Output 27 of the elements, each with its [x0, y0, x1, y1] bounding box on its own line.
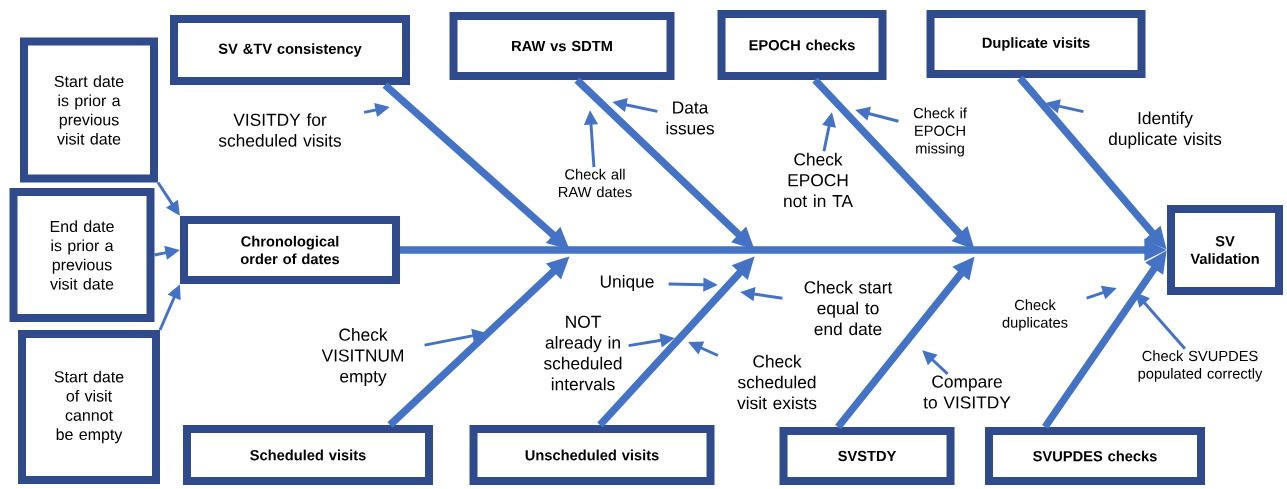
cause-text: NOT already in scheduled intervals — [544, 315, 622, 391]
cause-text: Check VISITNUM empty — [321, 328, 403, 386]
category-box: Scheduled visits — [183, 425, 433, 485]
category-box: Chronological order of dates — [180, 216, 400, 284]
cause-text: Unique — [600, 274, 654, 292]
category-box: RAW vs SDTM — [449, 12, 675, 80]
cause-text: Check if EPOCH missing — [913, 107, 967, 157]
cause-text: Check start equal to end date — [804, 280, 893, 336]
category-box: SVUPDES checks — [985, 427, 1205, 485]
category-box: SVSTDY — [779, 427, 955, 485]
cause-box: Start date is prior a previous visit date — [20, 37, 158, 183]
cause-text: Check scheduled visit exists — [737, 354, 817, 410]
category-box: SV Validation — [1167, 205, 1283, 295]
cause-text: Identify duplicate visits — [1108, 111, 1222, 149]
category-box: SV &TV consistency — [170, 15, 410, 85]
cause-text: Check duplicates — [1002, 299, 1068, 331]
category-box: Unscheduled visits — [469, 425, 715, 485]
cause-text: Check SVUPDES populated correctly — [1138, 350, 1263, 382]
category-box: EPOCH checks — [717, 10, 887, 80]
cause-text: Check all RAW dates — [559, 168, 632, 198]
cause-box: Start date of visit cannot be empty — [18, 330, 160, 484]
cause-box: End date is prior a previous visit date — [9, 188, 155, 322]
category-box: Duplicate visits — [926, 10, 1146, 78]
cause-text: Compare to VISITDY — [923, 375, 1011, 409]
cause-text: Data issues — [666, 101, 714, 135]
cause-text: VISITDY for scheduled visits — [218, 113, 341, 147]
cause-text: Check EPOCH not in TA — [784, 152, 853, 208]
